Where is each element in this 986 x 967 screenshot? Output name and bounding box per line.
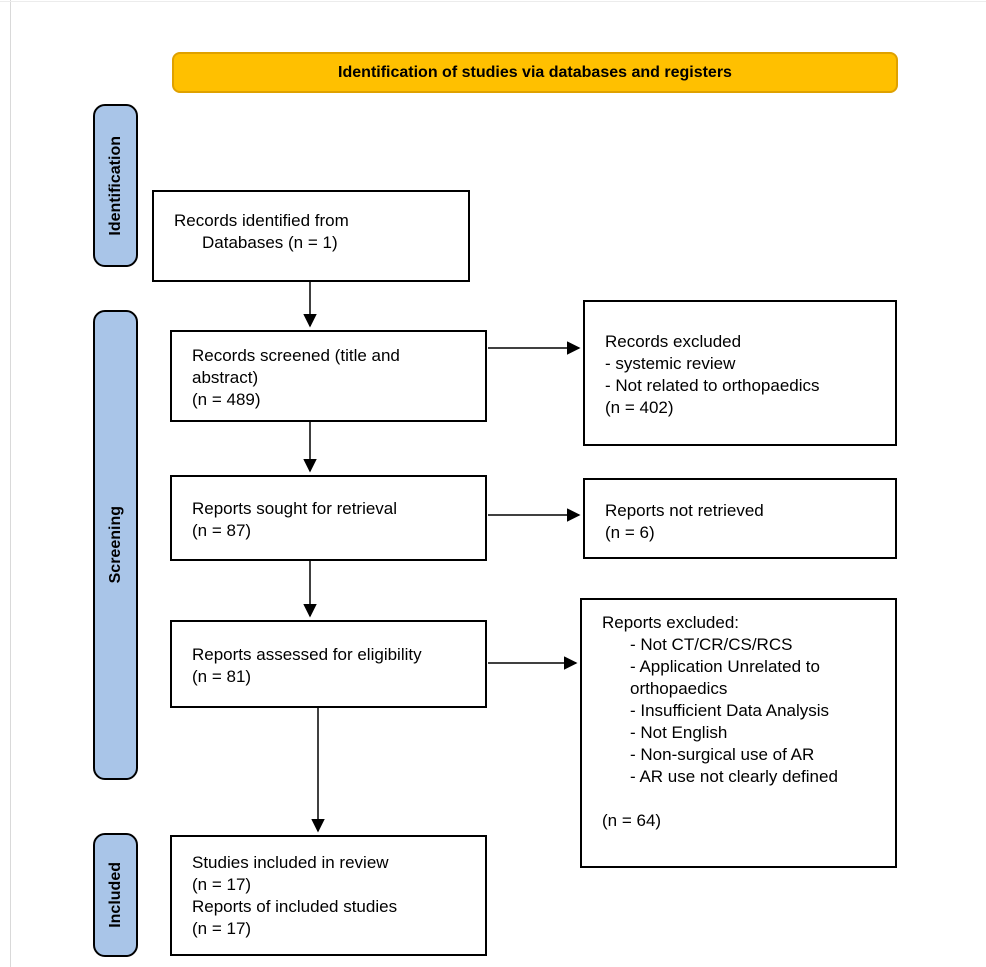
box-line: - Not related to orthopaedics — [605, 376, 820, 395]
box-line: (n = 402) — [605, 398, 674, 417]
box-line: Records identified from — [174, 211, 349, 230]
box-line: - Insufficient Data Analysis — [630, 701, 830, 720]
box-line: - Application Unrelated to — [630, 657, 820, 676]
stage-included: Included — [93, 833, 138, 957]
box-line: Reports of included studies — [192, 897, 398, 916]
box-line: (n = 64) — [602, 811, 662, 830]
box-line: Reports not retrieved — [605, 501, 764, 520]
box-records-screened: Records screened (title and abstract) (n… — [170, 330, 487, 422]
stage-included-label: Included — [106, 862, 124, 928]
box-line: Databases (n = 1) — [202, 233, 338, 252]
box-line: (n = 87) — [192, 521, 252, 540]
box-line: Reports excluded: — [602, 613, 740, 632]
stage-screening: Screening — [93, 310, 138, 780]
box-line: (n = 17) — [192, 919, 252, 938]
box-line: Records screened (title and — [192, 346, 400, 365]
window-edge-line-left — [10, 0, 11, 967]
box-reports-not-retrieved: Reports not retrieved (n = 6) — [583, 478, 897, 559]
box-line: orthopaedics — [630, 679, 728, 698]
box-line: (n = 81) — [192, 667, 252, 686]
box-line: Studies included in review — [192, 853, 389, 872]
window-edge-line-top — [0, 1, 986, 2]
stage-identification-label: Identification — [106, 135, 124, 236]
box-line: - Non-surgical use of AR — [630, 745, 815, 764]
box-reports-excluded: Reports excluded: - Not CT/CR/CS/RCS - A… — [580, 598, 897, 868]
box-reports-assessed: Reports assessed for eligibility (n = 81… — [170, 620, 487, 708]
banner-identification-of-studies: Identification of studies via databases … — [172, 52, 898, 93]
banner-label: Identification of studies via databases … — [338, 63, 732, 81]
box-line: - Not CT/CR/CS/RCS — [630, 635, 793, 654]
box-records-excluded: Records excluded - systemic review - Not… — [583, 300, 897, 446]
box-line: - AR use not clearly defined — [630, 767, 838, 786]
box-records-identified: Records identified from Databases (n = 1… — [152, 190, 470, 282]
box-reports-sought: Reports sought for retrieval (n = 87) — [170, 475, 487, 561]
box-studies-included: Studies included in review (n = 17) Repo… — [170, 835, 487, 956]
box-line: (n = 17) — [192, 875, 252, 894]
stage-identification: Identification — [93, 104, 138, 267]
box-line-blank — [602, 788, 885, 810]
box-line: (n = 6) — [605, 523, 655, 542]
box-line: Reports sought for retrieval — [192, 499, 398, 518]
stage-screening-label: Screening — [106, 506, 124, 584]
box-line: abstract) — [192, 368, 259, 387]
box-line: - Not English — [630, 723, 728, 742]
box-line: - systemic review — [605, 354, 736, 373]
box-line: (n = 489) — [192, 390, 261, 409]
box-line: Reports assessed for eligibility — [192, 645, 422, 664]
box-line: Records excluded — [605, 332, 742, 351]
